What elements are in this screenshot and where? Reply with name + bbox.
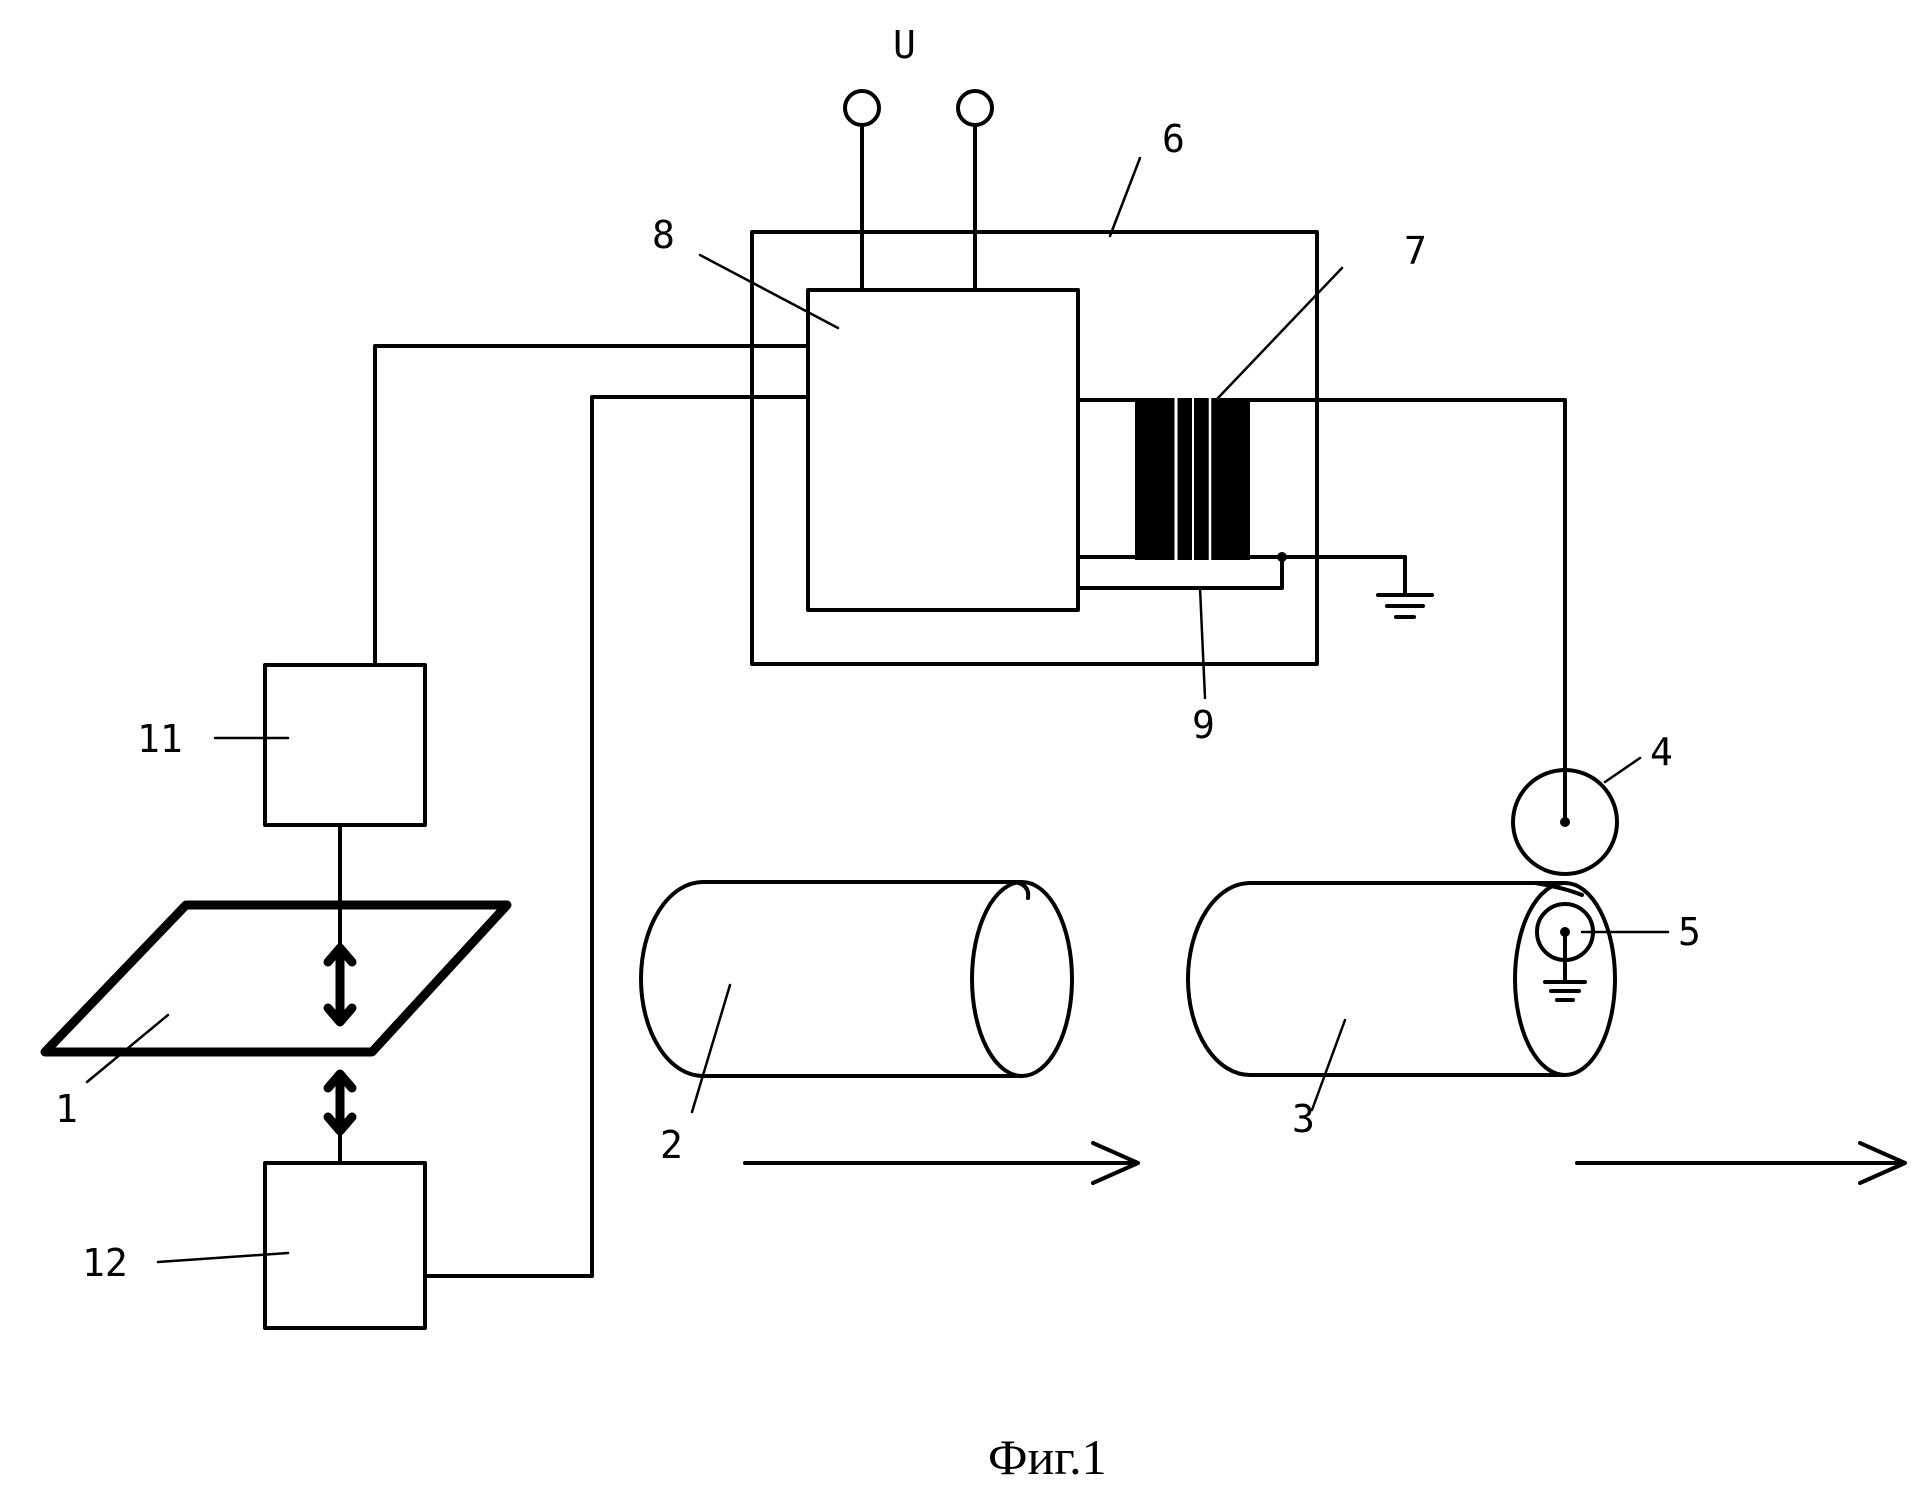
label-2: 2 [660,1123,683,1167]
motion-arrow-right [1577,1143,1905,1183]
label-4: 4 [1650,730,1673,774]
coil-7 [1078,398,1565,560]
cylinder-3 [1188,883,1615,1075]
label-6: 6 [1162,117,1185,161]
label-3: 3 [1292,1097,1315,1141]
ground-symbol [1378,595,1432,617]
label-5: 5 [1678,910,1701,954]
label-voltage-u: U [893,23,916,67]
motion-arrow-left [745,1143,1138,1183]
block-12 [265,1163,425,1328]
label-7: 7 [1404,229,1427,273]
generator-block-8 [808,290,1078,610]
plate-1 [45,905,507,1052]
label-1: 1 [55,1087,78,1131]
cylinder-2 [641,882,1072,1076]
label-11: 11 [137,717,183,761]
connection-block11-plate [328,825,352,1022]
connection-block12-plate [328,1074,352,1163]
block-11 [265,665,425,825]
figure-caption: Фиг.1 [988,1429,1107,1485]
roller-5 [1537,904,1593,1000]
label-12: 12 [82,1241,128,1285]
label-8: 8 [652,213,675,257]
voltage-terminals [845,91,992,290]
label-9: 9 [1192,703,1215,747]
